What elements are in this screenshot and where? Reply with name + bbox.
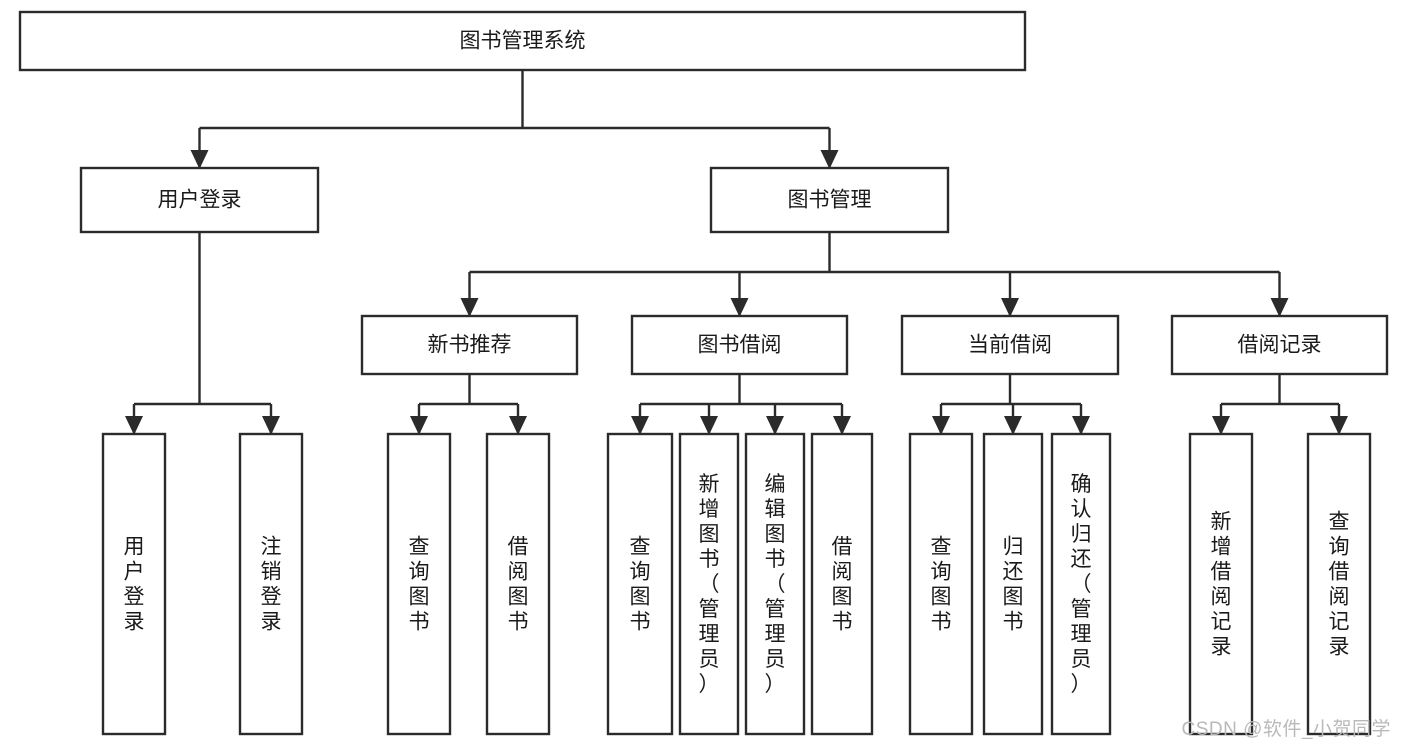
node-leaf-9-rect[interactable] (982, 432, 1044, 736)
arrow-head-icon (190, 150, 209, 169)
node-leaf-0[interactable]: 用户登录 (101, 432, 167, 736)
arrow-head-icon (766, 416, 784, 435)
node-level3-2-label: 当前借阅 (968, 334, 1052, 357)
arrow-head-icon (410, 416, 428, 435)
arrow-head-icon (509, 416, 527, 435)
node-leaf-1-rect[interactable] (238, 432, 304, 736)
node-level3-3[interactable]: 借阅记录 (1170, 314, 1389, 376)
node-leaf-2-rect[interactable] (386, 432, 452, 736)
node-leaf-9[interactable]: 归还图书 (982, 432, 1044, 736)
watermark-label: CSDN @软件_小贺同学 (1181, 719, 1391, 740)
node-leaf-1[interactable]: 注销登录 (238, 432, 304, 736)
node-leaf-1-label: 注销登录 (261, 536, 282, 634)
node-level2-0[interactable]: 用户登录 (79, 166, 320, 234)
node-leaf-10[interactable]: 确认归还（管理员） (1050, 432, 1112, 736)
arrow-head-icon (833, 416, 851, 435)
node-leaf-4-label: 查询图书 (630, 536, 651, 634)
arrow-head-icon (820, 150, 839, 169)
arrow-head-icon (730, 298, 749, 317)
arrow-head-icon (1330, 416, 1348, 435)
node-leaf-12[interactable]: 查询借阅记录 (1306, 432, 1372, 736)
node-leaf-11-rect[interactable] (1188, 432, 1254, 736)
node-root-label: 图书管理系统 (460, 30, 586, 53)
node-level2-1-rect[interactable] (709, 166, 950, 234)
node-leaf-5[interactable]: 新增图书（管理员） (678, 432, 740, 736)
node-leaf-7-label: 借阅图书 (832, 536, 853, 634)
node-level3-0-rect[interactable] (360, 314, 579, 376)
node-leaf-6[interactable]: 编辑图书（管理员） (744, 432, 806, 736)
node-leaf-0-label: 用户登录 (124, 536, 145, 634)
node-leaf-12-label: 查询借阅记录 (1329, 511, 1350, 659)
node-leaf-2-label: 查询图书 (409, 536, 430, 634)
node-leaf-11-label: 新增借阅记录 (1211, 511, 1232, 659)
arrow-head-icon (262, 416, 280, 435)
node-leaf-11[interactable]: 新增借阅记录 (1188, 432, 1254, 736)
node-root[interactable]: 图书管理系统 (18, 10, 1027, 72)
node-leaf-8[interactable]: 查询图书 (908, 432, 974, 736)
node-leaf-3-rect[interactable] (485, 432, 551, 736)
connector-lines (125, 70, 1348, 435)
arrow-head-icon (1270, 298, 1289, 317)
node-level3-0[interactable]: 新书推荐 (360, 314, 579, 376)
node-leaf-9-label: 归还图书 (1003, 536, 1024, 634)
node-level2-1-label: 图书管理 (788, 189, 872, 212)
node-level3-1[interactable]: 图书借阅 (630, 314, 849, 376)
node-leaf-10-rect[interactable] (1050, 432, 1112, 736)
arrow-head-icon (1001, 298, 1019, 317)
node-level2-0-label: 用户登录 (158, 189, 242, 212)
node-leaf-6-label: 编辑图书（管理员） (765, 473, 786, 696)
arrow-head-icon (1072, 416, 1090, 435)
node-leaf-6-rect[interactable] (744, 432, 806, 736)
node-level3-1-label: 图书借阅 (698, 334, 782, 357)
node-leaf-7-rect[interactable] (810, 432, 874, 736)
node-leaf-3[interactable]: 借阅图书 (485, 432, 551, 736)
node-level3-0-label: 新书推荐 (428, 334, 512, 357)
node-leaf-4[interactable]: 查询图书 (606, 432, 674, 736)
node-leaf-0-rect[interactable] (101, 432, 167, 736)
arrow-head-icon (932, 416, 950, 435)
arrow-head-icon (631, 416, 649, 435)
arrow-head-icon (460, 298, 479, 317)
node-leaf-4-rect[interactable] (606, 432, 674, 736)
node-level2-1[interactable]: 图书管理 (709, 166, 950, 234)
node-leaf-3-label: 借阅图书 (508, 536, 529, 634)
node-level3-3-label: 借阅记录 (1238, 334, 1322, 357)
node-root-rect[interactable] (18, 10, 1027, 72)
node-leaf-8-label: 查询图书 (931, 536, 952, 634)
node-boxes: 图书管理系统用户登录图书管理新书推荐图书借阅当前借阅借阅记录用户登录注销登录查询… (18, 10, 1389, 736)
node-level3-2[interactable]: 当前借阅 (900, 314, 1120, 376)
node-leaf-7[interactable]: 借阅图书 (810, 432, 874, 736)
node-leaf-10-label: 确认归还（管理员） (1071, 473, 1092, 696)
node-leaf-8-rect[interactable] (908, 432, 974, 736)
node-level3-1-rect[interactable] (630, 314, 849, 376)
arrow-head-icon (1004, 416, 1022, 435)
arrow-head-icon (125, 416, 143, 435)
node-level2-0-rect[interactable] (79, 166, 320, 234)
node-leaf-12-rect[interactable] (1306, 432, 1372, 736)
node-leaf-5-label: 新增图书（管理员） (699, 473, 720, 696)
arrow-head-icon (700, 416, 718, 435)
node-leaf-2[interactable]: 查询图书 (386, 432, 452, 736)
node-level3-3-rect[interactable] (1170, 314, 1389, 376)
arrow-head-icon (1212, 416, 1230, 435)
node-leaf-5-rect[interactable] (678, 432, 740, 736)
node-level3-2-rect[interactable] (900, 314, 1120, 376)
